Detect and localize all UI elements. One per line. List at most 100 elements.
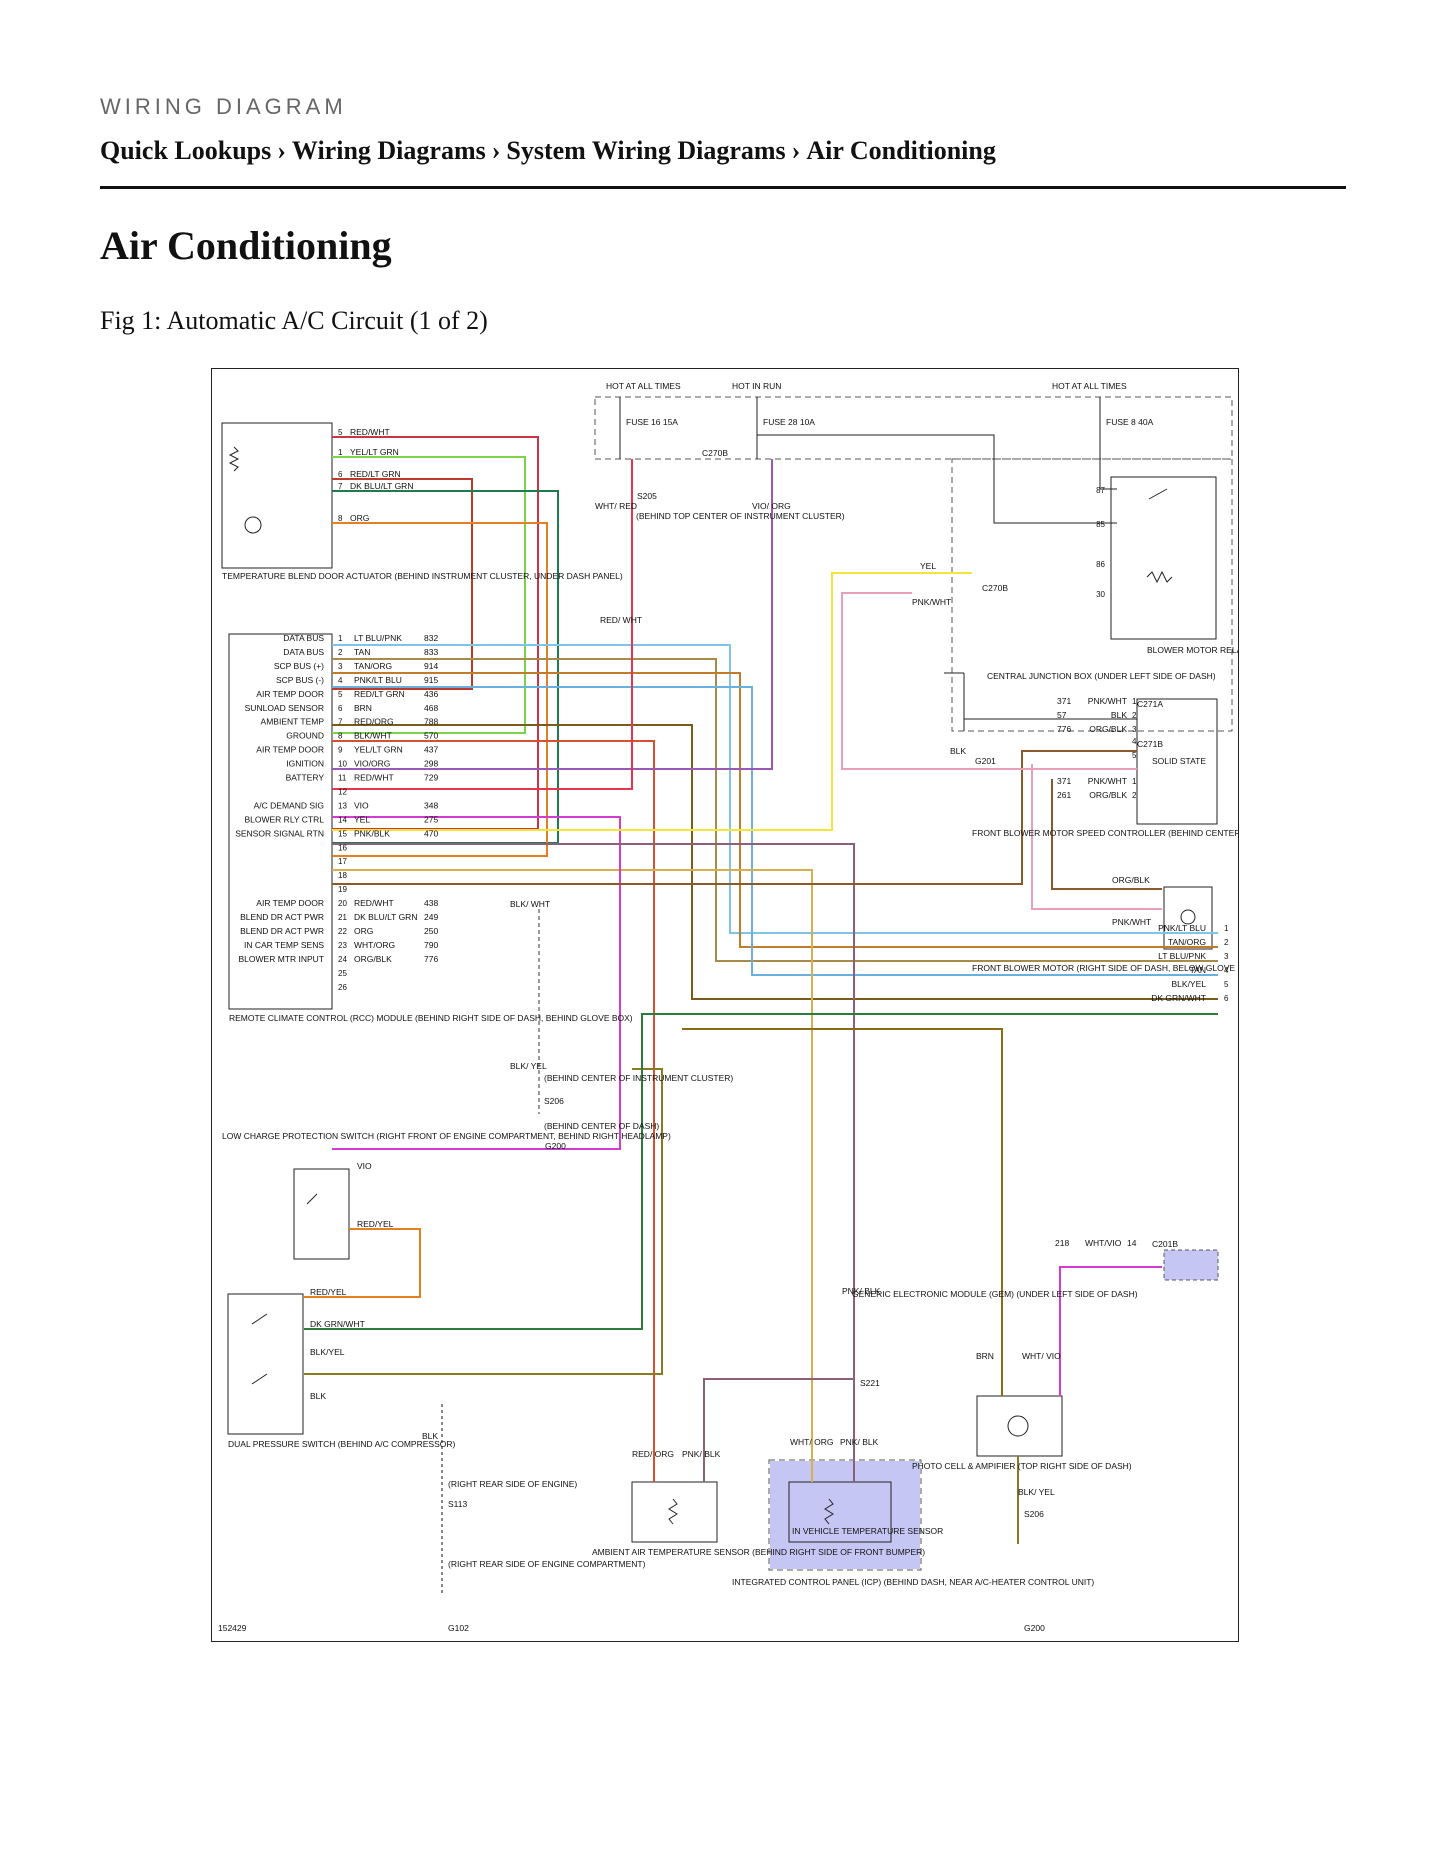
photo-cell-box <box>976 1395 1063 1457</box>
controller-pin-wire-color: ORG/BLK <box>1089 790 1127 800</box>
wire-label: RED/YEL <box>357 1219 394 1229</box>
controller-pin-number: 2 <box>1132 711 1137 720</box>
rcc-module-label: REMOTE CLIMATE CONTROL (RCC) MODULE (BEH… <box>229 1013 633 1023</box>
controller-pin-wire-color: PNK/WHT <box>1088 776 1127 786</box>
rcc-pin-number: 19 <box>338 885 347 894</box>
controller-pin-number: 1 <box>1132 697 1137 706</box>
rcc-pin-circuit: 832 <box>424 633 438 643</box>
wire-label: BLK/ YEL <box>1018 1487 1055 1497</box>
ground-label: G102 <box>448 1623 469 1633</box>
actuator-pins: 5 RED/WHT 1 YEL/LT GRN 6 RED/LT GRN 7 DK… <box>338 427 413 523</box>
rcc-pin-function: BLOWER MTR INPUT <box>239 954 324 964</box>
breadcrumb-separator: › <box>277 136 286 165</box>
relay-pin-number: 86 <box>1096 560 1105 569</box>
temp-blend-actuator-label: TEMPERATURE BLEND DOOR ACTUATOR (BEHIND … <box>222 571 623 581</box>
actuator-pin-label: 1 <box>338 448 343 457</box>
rcc-pin-number: 12 <box>338 787 347 796</box>
rcc-pin-function: BLOWER RLY CTRL <box>244 814 324 824</box>
wire-label: WHT/ RED <box>595 501 637 511</box>
ambient-sensor-box <box>631 1481 718 1543</box>
splice-label: S206 <box>544 1096 564 1106</box>
wire-label: BLK <box>422 1431 438 1441</box>
rcc-pin-number: 3 <box>338 662 343 671</box>
low-charge-switch-label: LOW CHARGE PROTECTION SWITCH (RIGHT FRON… <box>222 1131 671 1141</box>
rcc-pin-number: 13 <box>338 801 347 810</box>
splice-label: S206 <box>1024 1509 1044 1519</box>
relay-contact-icon <box>1148 488 1168 500</box>
rcc-pin-circuit: 470 <box>424 828 438 838</box>
offpage-wire-number: 4 <box>1224 966 1229 975</box>
power-labels: HOT AT ALL TIMES HOT IN RUN HOT AT ALL T… <box>606 381 1154 427</box>
rcc-pin-number: 10 <box>338 760 347 769</box>
rcc-pin-wire-color: RED/LT GRN <box>354 689 405 699</box>
rcc-pin-function: DATA BUS <box>283 647 324 657</box>
rcc-pin-circuit: 437 <box>424 745 438 755</box>
in-vehicle-thermistor-icon <box>824 1498 834 1525</box>
offpage-wire-number: 6 <box>1224 994 1229 1003</box>
rcc-pin-circuit: 436 <box>424 689 438 699</box>
connector-label: C271A <box>1137 699 1163 709</box>
rcc-pin-number: 25 <box>338 969 347 978</box>
rcc-pin-function: SUNLOAD SENSOR <box>245 703 324 713</box>
wire-label: VIO <box>357 1161 372 1171</box>
rcc-pin-number: 16 <box>338 843 347 852</box>
rcc-pin-number: 14 <box>338 815 347 824</box>
icp-fill <box>770 1461 920 1569</box>
breadcrumb-item[interactable]: Wiring Diagrams <box>291 136 486 165</box>
wire-label: VIO/ ORG <box>752 501 791 511</box>
rcc-pin-circuit: 298 <box>424 759 438 769</box>
dual-pressure-switch-box <box>227 1293 304 1435</box>
breadcrumb-item-current: Air Conditioning <box>806 136 996 165</box>
rcc-pin-function: BLEND DR ACT PWR <box>240 926 324 936</box>
rcc-pin-function: AMBIENT TEMP <box>261 717 325 727</box>
controller-pin-number: 3 <box>1132 725 1137 734</box>
rcc-pin-circuit: 790 <box>424 940 438 950</box>
wire-label: RED/ ORG <box>632 1449 674 1459</box>
breadcrumb-item[interactable]: System Wiring Diagrams <box>506 136 786 165</box>
breadcrumb-separator: › <box>491 136 501 165</box>
rcc-pin-number: 1 <box>338 634 343 643</box>
wire-label: PNK/WHT <box>912 597 951 607</box>
actuator-motor-icon <box>244 516 262 534</box>
figure-caption: Fig 1: Automatic A/C Circuit (1 of 2) <box>100 306 488 335</box>
wire-label: RED/ WHT <box>600 615 642 625</box>
rcc-pin-wire-color: VIO <box>354 800 369 810</box>
temp-blend-actuator-box <box>221 422 333 569</box>
ambient-thermistor-icon <box>668 1498 678 1525</box>
rcc-pin-circuit: 468 <box>424 703 438 713</box>
rcc-pin-number: 11 <box>338 774 347 783</box>
rcc-pin-wire-color: BRN <box>354 703 372 713</box>
icp-label: INTEGRATED CONTROL PANEL (ICP) (BEHIND D… <box>732 1577 1094 1587</box>
breadcrumb-item[interactable]: Quick Lookups <box>100 136 272 165</box>
rcc-module-box <box>228 633 333 1010</box>
rcc-pin-number: 4 <box>338 676 343 685</box>
power-label-hot-in-run: HOT IN RUN <box>732 381 781 391</box>
rcc-pin-number: 9 <box>338 746 343 755</box>
in-vehicle-sensor-box <box>788 1481 892 1543</box>
rcc-pin-circuit: 348 <box>424 800 438 810</box>
connector-labels: C270B C270B C271A C271B C201B S205 S206 … <box>448 448 1178 1633</box>
wire-label: BLK/ WHT <box>510 899 550 909</box>
controller-pin-number: 5 <box>1132 751 1137 760</box>
solid-state-controller-box <box>1136 698 1218 825</box>
power-label-hot-always-2: HOT AT ALL TIMES <box>1052 381 1127 391</box>
rcc-pin-circuit: 915 <box>424 675 438 685</box>
splice-label: S221 <box>860 1378 880 1388</box>
rcc-pin-number: 23 <box>338 941 347 950</box>
wire-label: 14 <box>1127 1238 1137 1248</box>
controller-pin-circuit: 261 <box>1057 790 1071 800</box>
internal-symbols <box>228 446 1196 1525</box>
rcc-pin-number: 22 <box>338 927 347 936</box>
relay-pin-number: 87 <box>1096 486 1105 495</box>
wiring-diagram-svg: HOT AT ALL TIMES HOT IN RUN HOT AT ALL T… <box>218 381 1238 1633</box>
component-labels: TEMPERATURE BLEND DOOR ACTUATOR (BEHIND … <box>222 571 1238 1587</box>
actuator-pin-label: 5 <box>338 428 343 437</box>
fuse-28-label: FUSE 28 10A <box>763 417 815 427</box>
wire-label: PNK/WHT <box>1112 917 1151 927</box>
controller-pin-circuit: 57 <box>1057 710 1067 720</box>
offpage-wire-number: 2 <box>1224 938 1229 947</box>
rcc-pin-wire-color: LT BLU/PNK <box>354 633 402 643</box>
offpage-wire-color: LT BLU/PNK <box>1158 951 1206 961</box>
cjb-label: CENTRAL JUNCTION BOX (UNDER LEFT SIDE OF… <box>987 671 1216 681</box>
